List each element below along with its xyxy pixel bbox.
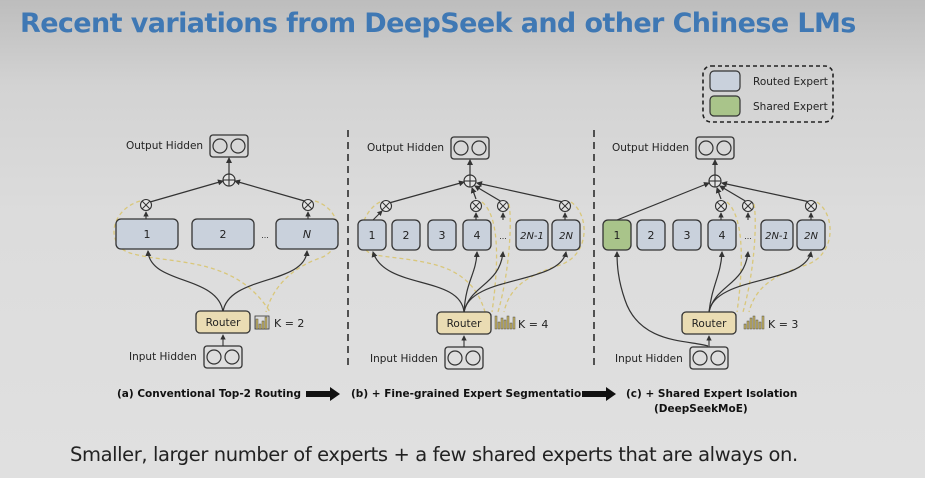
svg-text:N: N: [303, 228, 311, 241]
router-score-bars-icon: [494, 315, 516, 330]
expert-routed: 1: [357, 219, 387, 251]
panel-a: Output Hidden 1: [113, 134, 340, 401]
multiply-node: [741, 199, 755, 213]
output-hidden-label: Output Hidden: [126, 140, 203, 152]
expert-routed: 2N: [551, 219, 581, 251]
input-hidden-vector: [444, 346, 484, 370]
svg-text:2N: 2N: [804, 231, 818, 242]
expert-routed: 2N-1: [515, 219, 549, 251]
svg-text:2N: 2N: [559, 231, 573, 242]
panel-caption: (b) + Fine-grained Expert Segmentation: [351, 388, 589, 400]
svg-text:Router: Router: [692, 318, 727, 330]
expert-routed: 2N: [796, 219, 826, 251]
router: Router: [436, 311, 492, 335]
expert-routed: 2N-1: [760, 219, 794, 251]
svg-text:3: 3: [684, 229, 691, 242]
output-hidden-label: Output Hidden: [612, 142, 689, 154]
expert-routed: 2: [191, 218, 255, 250]
expert-routed: 1: [115, 218, 179, 250]
multiply-node: [558, 199, 572, 213]
multiply-node: [301, 198, 315, 212]
legend-label-shared: Shared Expert: [753, 101, 828, 113]
svg-text:2: 2: [220, 228, 227, 241]
input-hidden-label: Input Hidden: [129, 351, 197, 363]
sum-node: [222, 173, 236, 187]
svg-text:Router: Router: [206, 317, 241, 329]
sum-node: [708, 174, 722, 188]
top-k-label: K = 4: [518, 318, 548, 331]
svg-text:3: 3: [439, 229, 446, 242]
panel-caption: (c) + Shared Expert Isolation: [626, 388, 797, 400]
expert-routed: 3: [672, 219, 702, 251]
input-hidden-label: Input Hidden: [615, 353, 683, 365]
multiply-node: [496, 199, 510, 213]
expert-routed: 4: [462, 219, 492, 251]
svg-text:1: 1: [614, 229, 621, 242]
legend-border: [702, 65, 834, 123]
svg-text:2N-1: 2N-1: [520, 231, 544, 242]
input-hidden-vector: [689, 346, 729, 370]
legend-label-routed: Routed Expert: [753, 76, 828, 88]
svg-text:Router: Router: [447, 318, 482, 330]
slide-caption: Smaller, larger number of experts + a fe…: [70, 443, 798, 466]
legend-swatch-shared: [709, 95, 741, 117]
multiply-node: [469, 199, 483, 213]
legend-swatch-routed: [709, 70, 741, 92]
multiply-node: [379, 199, 393, 213]
output-hidden-vector: [450, 136, 490, 160]
legend: Routed Expert Shared Expert: [702, 65, 834, 123]
panel-caption: (a) Conventional Top-2 Routing: [117, 388, 301, 400]
svg-text:4: 4: [719, 229, 726, 242]
slide-title: Recent variations from DeepSeek and othe…: [20, 8, 856, 39]
panel-b: Output Hidden 1 2 3 4 ...: [351, 136, 616, 401]
arrow-right-icon: [582, 387, 616, 401]
expert-routed: 3: [427, 219, 457, 251]
expert-routed: 2: [636, 219, 666, 251]
output-hidden-label: Output Hidden: [367, 142, 444, 154]
router: Router: [195, 310, 251, 334]
router: Router: [681, 311, 737, 335]
svg-text:1: 1: [369, 229, 376, 242]
expert-ellipsis: ...: [499, 232, 507, 241]
svg-text:2: 2: [403, 229, 410, 242]
svg-text:1: 1: [144, 228, 151, 241]
top-k-label: K = 2: [274, 317, 304, 330]
svg-text:2N-1: 2N-1: [765, 231, 789, 242]
multiply-node: [804, 199, 818, 213]
input-hidden-label: Input Hidden: [370, 353, 438, 365]
sum-node: [463, 174, 477, 188]
arrow-right-icon: [306, 387, 340, 401]
panel-caption-subtitle: (DeepSeekMoE): [654, 403, 748, 415]
panel-c: Output Hidden 1 2 3 4 ... 2N-1 2N: [602, 136, 831, 415]
router-score-bars-icon: [743, 315, 765, 330]
expert-routed: 4: [707, 219, 737, 251]
expert-shared: 1: [602, 219, 632, 251]
svg-text:2: 2: [648, 229, 655, 242]
multiply-node: [139, 198, 153, 212]
output-hidden-vector: [209, 134, 249, 158]
expert-routed: N: [275, 218, 339, 250]
output-hidden-vector: [695, 136, 735, 160]
expert-ellipsis: ...: [744, 232, 752, 241]
input-hidden-vector: [203, 345, 243, 369]
expert-ellipsis: ...: [261, 231, 269, 240]
expert-routed: 2: [391, 219, 421, 251]
svg-text:4: 4: [474, 229, 481, 242]
top-k-label: K = 3: [768, 318, 798, 331]
multiply-node: [714, 199, 728, 213]
router-score-bars-icon: [254, 315, 270, 330]
